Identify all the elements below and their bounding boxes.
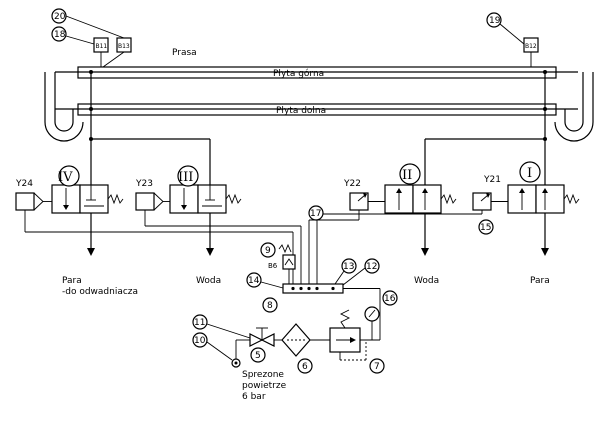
svg-text:I: I: [527, 166, 532, 181]
svg-text:14: 14: [248, 276, 260, 286]
air-supply-label-3: 6 bar: [242, 392, 266, 402]
callout-15: 15: [478, 219, 494, 235]
valve-iv: Y24 IV: [15, 165, 124, 214]
outlet-para-left-note: -do odwadniacza: [62, 287, 138, 297]
svg-text:B6: B6: [268, 262, 278, 270]
callout-16: 16: [382, 290, 398, 306]
svg-text:III: III: [178, 170, 193, 185]
svg-text:13: 13: [343, 262, 354, 272]
callout-6: 6: [297, 358, 313, 374]
callout-5: 5: [250, 347, 266, 363]
air-supply-label-1: Sprezone: [242, 370, 284, 380]
svg-text:10: 10: [194, 336, 206, 346]
callout-20: 20: [51, 8, 125, 39]
callout-13: 13: [334, 258, 357, 285]
pressure-switch-b6: B6: [268, 243, 296, 284]
callout-11: 11: [192, 314, 251, 339]
svg-text:16: 16: [384, 294, 396, 304]
press-label: Prasa: [172, 48, 197, 58]
callout-9: 9: [260, 242, 276, 258]
valve-iii: Y23 III: [135, 165, 242, 214]
svg-text:B11: B11: [96, 43, 108, 50]
svg-text:II: II: [402, 168, 412, 183]
callout-19: 19: [486, 12, 525, 45]
svg-text:Y24: Y24: [15, 179, 33, 189]
callout-12: 12: [342, 258, 380, 286]
svg-text:12: 12: [366, 262, 377, 272]
callout-14: 14: [246, 272, 284, 289]
upper-plate-label: Płyta górna: [273, 68, 324, 79]
svg-text:18: 18: [54, 30, 66, 40]
outlet-woda-left: Woda: [196, 276, 221, 286]
svg-text:6: 6: [302, 362, 308, 372]
valve-ii: Y22 II: [343, 163, 457, 214]
air-supply: [231, 288, 381, 368]
lower-plate-label: Płyta dolna: [276, 106, 326, 116]
svg-text:17: 17: [310, 209, 321, 219]
outlet-para-right: Para: [530, 276, 550, 286]
valve-i: Y21 I: [472, 161, 580, 214]
svg-text:11: 11: [194, 318, 205, 328]
svg-text:7: 7: [374, 362, 380, 372]
callout-18: 18: [51, 26, 95, 45]
svg-text:B12: B12: [525, 43, 537, 50]
outlet-woda-right: Woda: [414, 276, 439, 286]
press-plates: Prasa Płyta górna Płyta dolna: [44, 48, 594, 142]
callout-10: 10: [192, 332, 233, 361]
svg-text:19: 19: [489, 16, 501, 26]
outlet-para-left: Para: [62, 276, 82, 286]
svg-text:Y23: Y23: [135, 179, 153, 189]
pilot-lines: [24, 210, 483, 284]
svg-text:15: 15: [480, 223, 491, 233]
callout-8: 8: [262, 297, 278, 313]
svg-text:8: 8: [267, 301, 273, 311]
svg-text:Y21: Y21: [483, 175, 501, 185]
sensor-b11: B11: [93, 37, 109, 67]
piping: [87, 72, 549, 256]
callout-17: 17: [308, 205, 324, 221]
manifold: [282, 283, 344, 294]
svg-text:9: 9: [265, 246, 271, 256]
sensor-b13: B13: [102, 37, 132, 68]
callout-7: 7: [369, 358, 385, 374]
svg-text:IV: IV: [58, 170, 73, 185]
svg-text:5: 5: [255, 351, 261, 361]
svg-text:20: 20: [54, 12, 66, 22]
sensor-b12: B12: [523, 37, 539, 67]
air-supply-label-2: powietrze: [242, 381, 287, 391]
svg-text:Y22: Y22: [343, 179, 361, 189]
svg-text:B13: B13: [118, 43, 130, 50]
